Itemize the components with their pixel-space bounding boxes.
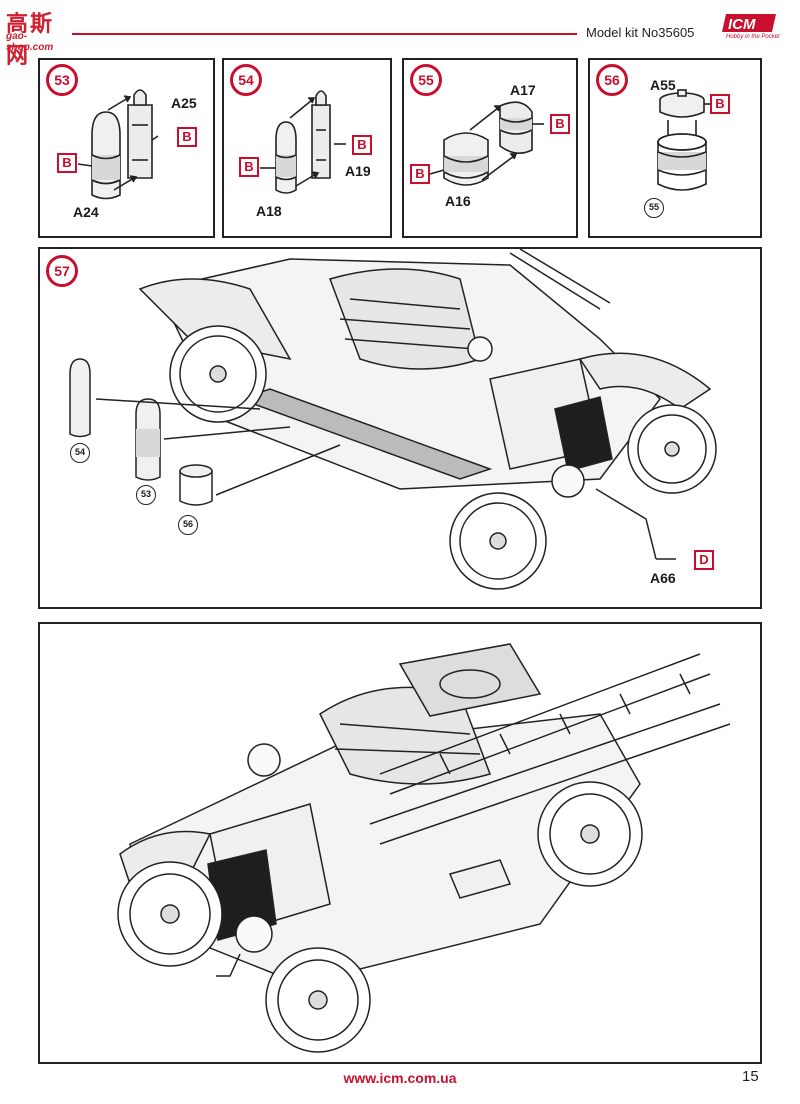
step-55-illustration (429, 101, 544, 186)
color-code-box: B (352, 135, 372, 155)
color-code-box: B (239, 157, 259, 177)
part-label-a17: A17 (510, 82, 536, 98)
part-label-a16: A16 (445, 193, 471, 209)
step-number-badge: 55 (410, 64, 442, 96)
logo-shape (722, 14, 776, 32)
step-number-badge: 57 (46, 255, 78, 287)
reference-badge: 53 (136, 485, 156, 505)
logo-text: ICM (728, 16, 756, 33)
header-rule (72, 33, 577, 35)
part-label-a66: A66 (650, 570, 676, 586)
step-57-illustration (69, 248, 717, 590)
step-54-illustration (260, 90, 346, 194)
step-57-panel: 57 54 53 56 D A66 (38, 247, 762, 609)
color-code-box: B (550, 114, 570, 134)
color-code-box: B (710, 94, 730, 114)
step-56-panel: 56 A55 B 55 (588, 58, 762, 238)
part-label-a25: A25 (171, 95, 197, 111)
part-label-a55: A55 (650, 77, 676, 93)
logo-tagline: Hobby in the Pocket (726, 34, 780, 40)
reference-badge: 54 (70, 443, 90, 463)
kit-title: Model kit No35605 (586, 25, 695, 40)
finished-model-panel (38, 622, 762, 1064)
watermark-url: gao-shop.com (6, 31, 54, 53)
reference-badge: 56 (178, 515, 198, 535)
step-56-illustration (657, 89, 712, 191)
finished-model-illustration (117, 643, 731, 1053)
step-number-badge: 53 (46, 64, 78, 96)
step-55-panel: 55 A17 B B A16 (402, 58, 578, 238)
color-code-box: B (57, 153, 77, 173)
step-number-badge: 54 (230, 64, 262, 96)
step-54-panel: 54 B A19 B A18 (222, 58, 392, 238)
part-label-a19: A19 (345, 163, 371, 179)
reference-badge: 55 (644, 198, 664, 218)
color-code-box: B (410, 164, 430, 184)
watermark-text: 高斯网 (6, 12, 55, 69)
color-code-box: D (694, 550, 714, 570)
watermark: 高斯网 gao-shop.com (6, 6, 72, 69)
part-label-a18: A18 (256, 203, 282, 219)
icm-logo: ICM Hobby in the Pocket (718, 10, 780, 42)
footer-url[interactable]: www.icm.com.ua (343, 1070, 457, 1086)
step-number-badge: 56 (596, 64, 628, 96)
step-53-panel: 53 A25 B B A24 (38, 58, 215, 238)
step-53-illustration (77, 89, 159, 200)
part-label-a24: A24 (73, 204, 99, 220)
color-code-box: B (177, 127, 197, 147)
page-number: 15 (742, 1068, 759, 1085)
